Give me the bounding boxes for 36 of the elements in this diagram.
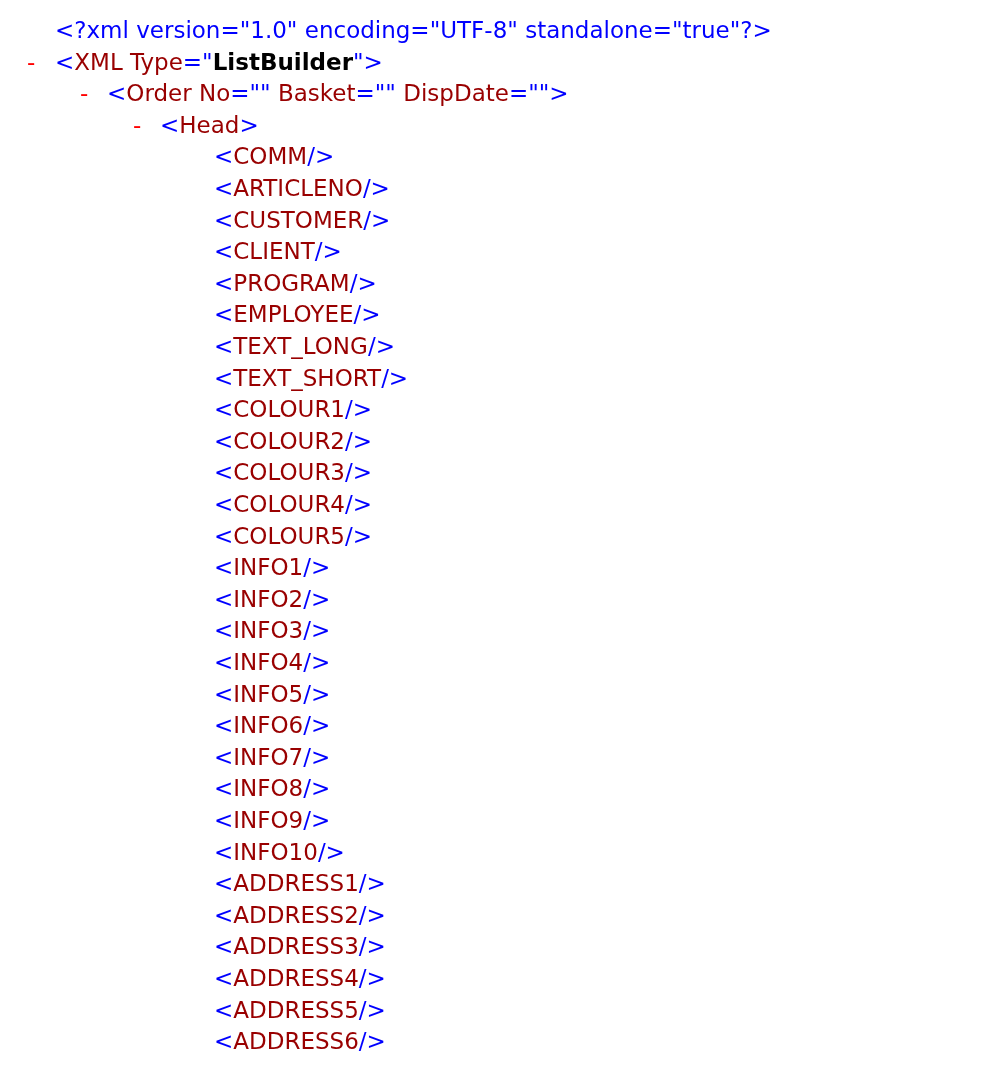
xml-tag: <PROGRAM/>: [214, 268, 377, 297]
xml-tag: <COLOUR3/>: [214, 458, 373, 487]
xml-tag: <COLOUR4/>: [214, 490, 373, 518]
xml-tag: <INFO1/>: [214, 553, 331, 582]
xml-tag: <INFO10/>: [214, 837, 345, 866]
xml-tag: <COLOUR2/>: [214, 426, 373, 455]
xml-tag: <INFO5/>: [214, 679, 331, 708]
xml-tag: <CLIENT/>: [214, 237, 342, 266]
xml-tag: <ADDRESS3/>: [214, 932, 386, 961]
xml-tag: <INFO3/>: [214, 616, 331, 645]
xml-tag: <ADDRESS2/>: [214, 900, 386, 929]
xml-tag: <COMM/>: [214, 142, 335, 171]
xml-tag: <XML Type="ListBuilder">: [55, 47, 383, 76]
xml-tag: <EMPLOYEE/>: [214, 300, 381, 329]
xml-tag: <ADDRESS6/>: [214, 1027, 386, 1056]
xml-tag: <TEXT_SHORT/>: [214, 363, 409, 392]
xml-tag: <ARTICLENO/>: [214, 174, 390, 202]
xml-tag: <COLOUR5/>: [214, 521, 373, 550]
xml-tag: <ADDRESS1/>: [214, 869, 386, 898]
collapse-toggle: -: [133, 110, 142, 139]
xml-tag: <Head>: [160, 110, 259, 139]
xml-tag: <INFO6/>: [214, 711, 331, 740]
xml-tag: <INFO2/>: [214, 584, 331, 613]
xml-tag: <CUSTOMER/>: [214, 205, 391, 234]
xml-tag: <ADDRESS5/>: [214, 995, 386, 1024]
collapse-toggle: -: [27, 47, 36, 76]
xml-tag: <Order No="" Basket="" DispDate="">: [107, 79, 569, 108]
xml-tag: <INFO4/>: [214, 648, 331, 676]
xml-tag: <INFO9/>: [214, 806, 331, 834]
xml-tag: <INFO8/>: [214, 774, 331, 803]
xml-declaration: <?xml version="1.0" encoding="UTF-8" standalone="true"?>: [55, 16, 772, 44]
xml-tag: <INFO7/>: [214, 742, 331, 771]
xml-tag: <TEXT_LONG/>: [214, 332, 395, 360]
xml-tag: <ADDRESS4/>: [214, 964, 386, 992]
xml-tag: <COLOUR1/>: [214, 395, 373, 424]
collapse-toggle: -: [80, 79, 89, 108]
